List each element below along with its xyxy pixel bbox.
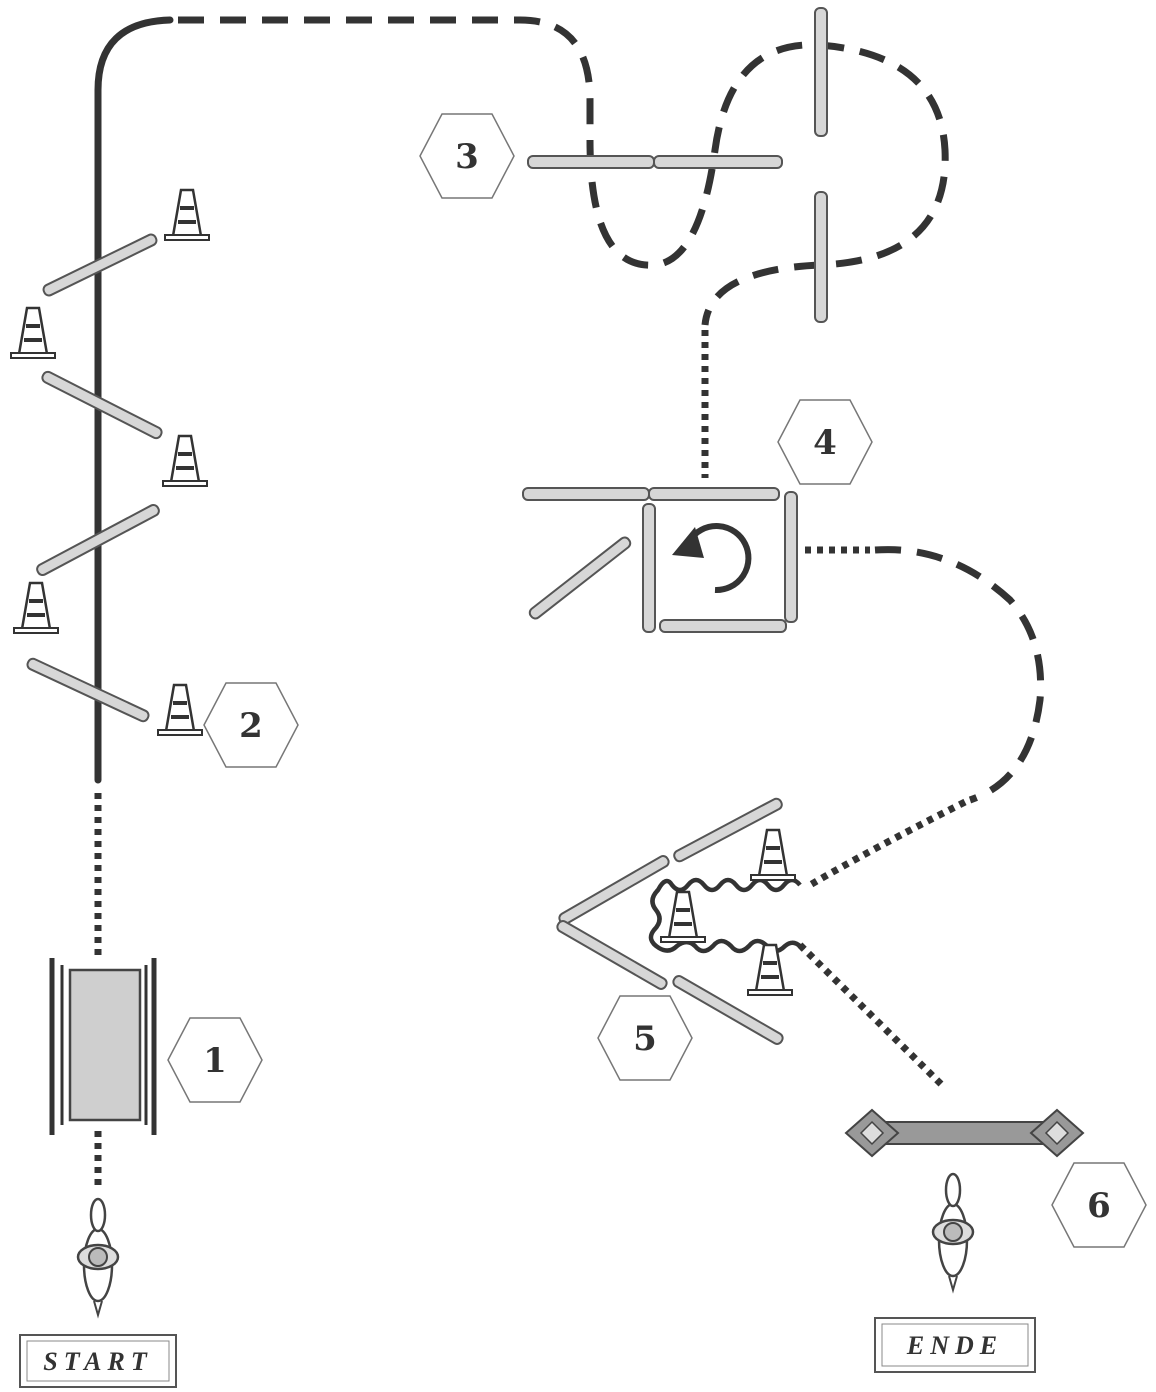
pole-icon — [659, 619, 787, 633]
cone-icon — [161, 434, 209, 488]
pole-icon — [42, 233, 158, 297]
pole-icon — [41, 370, 163, 440]
station-5-obstacle — [556, 797, 797, 1045]
station-3-obstacle — [527, 7, 828, 323]
end-label: ENDE — [906, 1331, 1003, 1360]
station-marker-3: 3 — [419, 113, 515, 199]
station-1-obstacle — [49, 958, 157, 1135]
pole-icon — [814, 191, 828, 323]
pole-icon — [558, 855, 670, 925]
route-dotted-to-station5 — [808, 798, 967, 889]
pole-icon — [556, 920, 668, 990]
station-marker-1: 1 — [167, 1017, 263, 1103]
end-box: ENDE — [874, 1317, 1036, 1373]
pole-icon — [672, 975, 784, 1045]
cone-icon — [9, 306, 57, 360]
cone-icon — [746, 943, 794, 997]
station-marker-4: 4 — [777, 399, 873, 485]
station-number-1: 1 — [203, 1041, 227, 1081]
cone-icon — [163, 188, 211, 242]
start-label: START — [43, 1347, 152, 1376]
cone-icon — [156, 683, 204, 737]
pole-icon — [528, 536, 632, 620]
start-box: START — [19, 1334, 177, 1388]
pole-icon — [673, 797, 783, 863]
pole-icon — [36, 503, 160, 577]
station-number-5: 5 — [633, 1019, 657, 1059]
route-dotted-to-end — [797, 942, 948, 1091]
pole-icon — [527, 155, 655, 169]
horse-rider-icon — [76, 1197, 120, 1317]
cone-icon — [749, 828, 797, 882]
cone-icon — [659, 890, 707, 944]
route-dashed-curve — [874, 546, 1045, 804]
pole-icon — [522, 487, 650, 501]
bridge-icon — [844, 1108, 1085, 1158]
pole-icon — [784, 491, 798, 623]
pole-icon — [814, 7, 828, 137]
pole-icon — [648, 487, 780, 501]
station-2-obstacle — [9, 188, 211, 737]
route-dashed-top — [178, 16, 594, 130]
route — [94, 16, 1045, 1185]
station-marker-2: 2 — [203, 682, 299, 768]
pole-icon — [26, 657, 150, 723]
pole-icon — [642, 503, 656, 633]
station-number-6: 6 — [1087, 1186, 1111, 1226]
rotation-arrow-icon — [672, 523, 752, 594]
station-number-2: 2 — [239, 706, 263, 746]
horse-rider-icon — [931, 1172, 975, 1292]
route-wavy-slalom — [648, 877, 805, 954]
route-solid — [94, 16, 174, 784]
cone-icon — [12, 581, 60, 635]
pole-icon — [653, 155, 783, 169]
station-number-4: 4 — [813, 423, 837, 463]
station-marker-6: 6 — [1051, 1162, 1147, 1248]
station-4-obstacle — [522, 487, 798, 633]
station-marker-5: 5 — [597, 995, 693, 1081]
route-dashed-figure-eight — [586, 41, 949, 326]
station-number-3: 3 — [455, 137, 479, 177]
